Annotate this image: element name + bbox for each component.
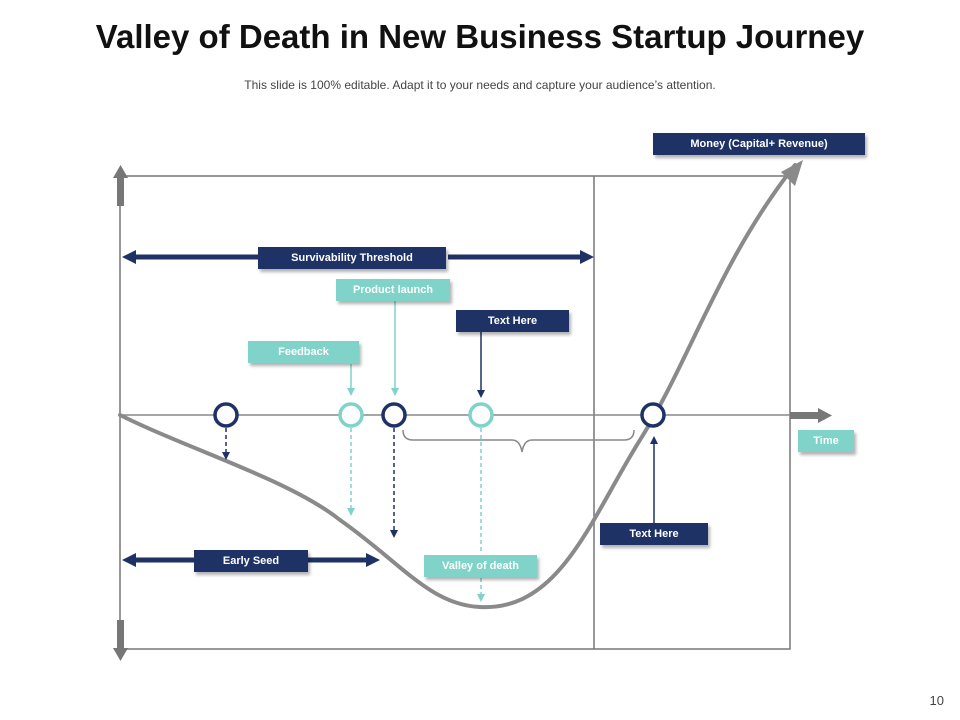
product-launch-label: Product launch <box>336 279 450 301</box>
early-seed-label: Early Seed <box>194 550 308 572</box>
time-axis-label: Time <box>798 430 854 452</box>
page-number: 10 <box>929 693 944 708</box>
period-brace <box>402 429 635 453</box>
text-here-top-label: Text Here <box>456 310 569 332</box>
valley-of-death-label: Valley of death <box>424 555 537 577</box>
milestone-node-breakeven <box>640 402 666 428</box>
curve-arrowhead <box>781 160 803 186</box>
milestone-node-feedback <box>338 402 364 428</box>
slide-subtitle: This slide is 100% editable. Adapt it to… <box>244 78 716 92</box>
startup-curve <box>118 163 797 610</box>
feedback-label: Feedback <box>248 341 359 363</box>
y-axis-arrow <box>113 165 128 661</box>
survivability-threshold-label: Survivability Threshold <box>258 247 446 269</box>
time-axis-arrow <box>790 408 832 423</box>
milestone-node-launch <box>381 402 407 428</box>
survivability-threshold-arrow <box>122 250 594 264</box>
early-seed-arrow <box>122 553 380 567</box>
slide-title: Valley of Death in New Business Startup … <box>95 18 865 55</box>
text-here-bottom-label: Text Here <box>600 523 708 545</box>
milestone-node-valley <box>468 402 494 428</box>
milestone-node-seed <box>213 402 239 428</box>
y-axis-label: Money (Capital+ Revenue) <box>653 133 865 155</box>
